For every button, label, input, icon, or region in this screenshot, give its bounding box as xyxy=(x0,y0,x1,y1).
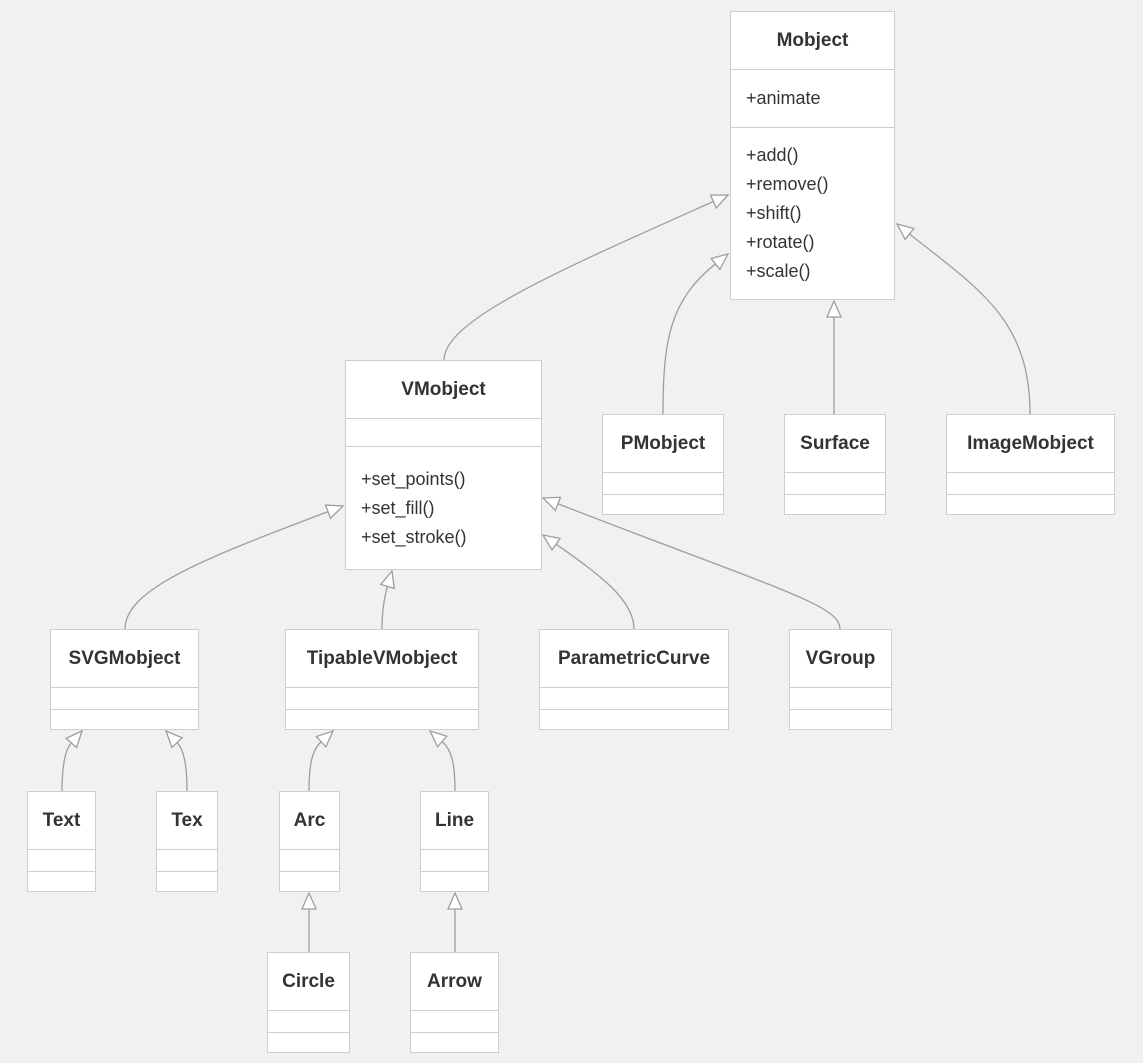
class-line[interactable]: Line xyxy=(420,791,489,892)
class-arrow[interactable]: Arrow xyxy=(410,952,499,1053)
inheritance-arrowhead-tipablevmobject xyxy=(379,569,396,590)
attributes-section-imagemobject xyxy=(947,473,1114,495)
methods-section-arc xyxy=(280,872,339,891)
edge-tex-to-svgmobject xyxy=(176,742,188,792)
method-item: +add() xyxy=(746,145,799,165)
methods-section-text xyxy=(28,872,95,891)
edge-svgmobject-to-vmobject xyxy=(124,511,329,630)
attributes-section-surface xyxy=(785,473,885,495)
class-parametriccurve[interactable]: ParametricCurve xyxy=(539,629,729,730)
edge-arc-to-tipablevmobject xyxy=(308,741,322,792)
class-pmobject[interactable]: PMobject xyxy=(602,414,724,515)
class-name-arc: Arc xyxy=(280,792,339,850)
method-item: +shift() xyxy=(746,203,802,223)
attributes-section-circle xyxy=(268,1011,349,1033)
edge-imagemobject-to-mobject xyxy=(909,233,1031,415)
methods-section-tipablevmobject xyxy=(286,710,478,729)
class-tipablevmobject[interactable]: TipableVMobject xyxy=(285,629,479,730)
methods-section-line xyxy=(421,872,488,891)
class-mobject[interactable]: Mobject +animate +add() +remove() +shift() +r… xyxy=(730,11,895,300)
inheritance-arrowhead-imagemobject xyxy=(895,222,916,241)
attributes-section-mobject: +animate xyxy=(731,70,894,128)
methods-section-vmobject: +set_points() +set_fill() +set_stroke() xyxy=(346,447,541,569)
class-imagemobject[interactable]: ImageMobject xyxy=(946,414,1115,515)
method-item: +rotate() xyxy=(746,232,815,252)
edge-vmobject-to-mobject xyxy=(443,200,714,361)
methods-section-surface xyxy=(785,495,885,514)
class-name-tex: Tex xyxy=(157,792,217,850)
attributes-section-svgmobject xyxy=(51,688,198,710)
inheritance-arrowhead-pmobject xyxy=(709,252,730,271)
attributes-section-tex xyxy=(157,850,217,872)
attributes-section-parametriccurve xyxy=(540,688,728,710)
edge-parametriccurve-to-vmobject xyxy=(555,543,635,630)
class-text[interactable]: Text xyxy=(27,791,96,892)
class-name-arrow: Arrow xyxy=(411,953,498,1011)
method-item: +scale() xyxy=(746,261,811,281)
class-name-mobject: Mobject xyxy=(731,12,894,70)
inheritance-arrowhead-vmobject xyxy=(709,194,730,210)
class-name-surface: Surface xyxy=(785,415,885,473)
attributes-section-arc xyxy=(280,850,339,872)
methods-section-circle xyxy=(268,1033,349,1052)
inheritance-arrowhead-parametriccurve xyxy=(541,534,562,552)
class-name-parametriccurve: ParametricCurve xyxy=(540,630,728,688)
class-arc[interactable]: Arc xyxy=(279,791,340,892)
methods-section-tex xyxy=(157,872,217,891)
class-name-vgroup: VGroup xyxy=(790,630,891,688)
inheritance-arrowhead-tex xyxy=(164,729,184,749)
inheritance-arrowhead-line xyxy=(428,729,448,748)
class-tex[interactable]: Tex xyxy=(156,791,218,892)
method-item: +set_stroke() xyxy=(361,526,467,547)
inheritance-arrowhead-svgmobject xyxy=(324,504,345,520)
method-item: +set_fill() xyxy=(361,497,435,518)
class-name-circle: Circle xyxy=(268,953,349,1011)
methods-section-imagemobject xyxy=(947,495,1114,514)
class-circle[interactable]: Circle xyxy=(267,952,350,1053)
class-vmobject[interactable]: VMobject +set_points() +set_fill() +set_str… xyxy=(345,360,542,570)
methods-section-mobject: +add() +remove() +shift() +rotate() +scale() xyxy=(731,128,894,299)
class-name-text: Text xyxy=(28,792,95,850)
attribute-item: +animate xyxy=(746,88,821,108)
method-item: +set_points() xyxy=(361,468,466,489)
inheritance-arrowhead-vgroup xyxy=(541,496,562,512)
methods-section-arrow xyxy=(411,1033,498,1052)
class-svgmobject[interactable]: SVGMobject xyxy=(50,629,199,730)
attributes-section-vmobject xyxy=(346,419,541,447)
class-name-imagemobject: ImageMobject xyxy=(947,415,1114,473)
inheritance-arrowhead-text xyxy=(64,729,84,749)
attributes-section-vgroup xyxy=(790,688,891,710)
class-name-tipablevmobject: TipableVMobject xyxy=(286,630,478,688)
methods-section-pmobject xyxy=(603,495,723,514)
attributes-section-pmobject xyxy=(603,473,723,495)
inheritance-arrowhead-circle xyxy=(301,891,317,910)
class-name-line: Line xyxy=(421,792,488,850)
edge-pmobject-to-mobject xyxy=(662,263,716,415)
attributes-section-arrow xyxy=(411,1011,498,1033)
inheritance-arrowhead-arc xyxy=(315,729,335,749)
methods-section-parametriccurve xyxy=(540,710,728,729)
method-item: +remove() xyxy=(746,174,829,194)
class-surface[interactable]: Surface xyxy=(784,414,886,515)
attributes-section-tipablevmobject xyxy=(286,688,478,710)
edge-text-to-svgmobject xyxy=(61,742,72,792)
methods-section-vgroup xyxy=(790,710,891,729)
attributes-section-line xyxy=(421,850,488,872)
class-name-pmobject: PMobject xyxy=(603,415,723,473)
attributes-section-text xyxy=(28,850,95,872)
class-vgroup[interactable]: VGroup xyxy=(789,629,892,730)
class-name-vmobject: VMobject xyxy=(346,361,541,419)
edge-vgroup-to-vmobject xyxy=(557,503,841,630)
class-name-svgmobject: SVGMobject xyxy=(51,630,198,688)
inheritance-arrowhead-surface xyxy=(826,299,842,318)
inheritance-arrowhead-arrow xyxy=(447,891,463,910)
edge-line-to-tipablevmobject xyxy=(441,740,456,792)
edge-tipablevmobject-to-vmobject xyxy=(381,586,389,630)
methods-section-svgmobject xyxy=(51,710,198,729)
